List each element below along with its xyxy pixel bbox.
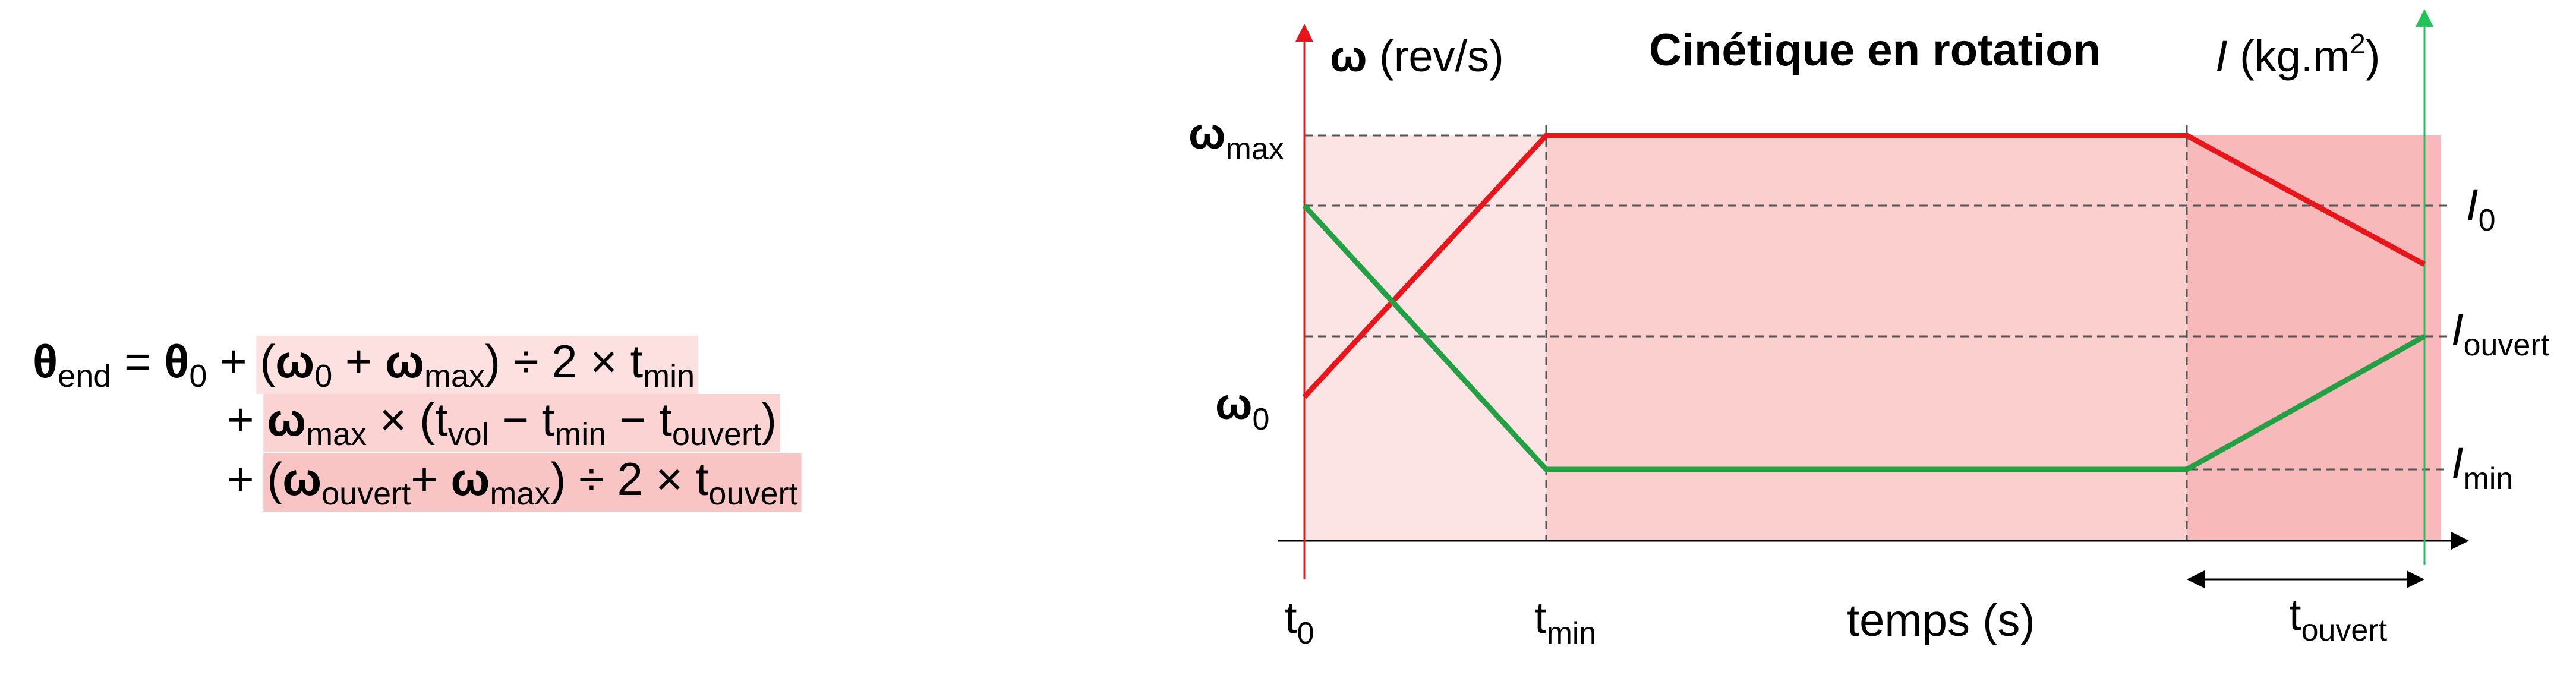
- formula-token: =: [111, 335, 164, 387]
- formula-token: ouvert: [321, 476, 411, 512]
- formula-token: max: [424, 358, 485, 394]
- label-i-ouvert: Iouvert: [2451, 305, 2550, 362]
- rotation-kinetics-diagram: Cinétique en rotation ω (rev/s) I (kg.m2…: [1188, 9, 2550, 651]
- formula-token: max: [490, 476, 550, 512]
- formula-token: +: [227, 453, 267, 505]
- label-omega-0: ω0: [1215, 379, 1269, 437]
- inertia-curve: [1302, 203, 2426, 472]
- formula-line-3: + (ωouvert+ ωmax) ÷ 2 × touvert: [227, 453, 798, 512]
- formula-token: ): [761, 393, 777, 446]
- formula-token: ) ÷ 2 × t: [550, 453, 708, 505]
- phase-3-area: [2187, 135, 2441, 541]
- x-axis-label: temps (s): [1847, 595, 2035, 646]
- formula-token: ω: [385, 335, 424, 387]
- formula-token: (: [260, 335, 275, 387]
- formula-token: (: [267, 453, 282, 505]
- omega-curve: [1302, 133, 2426, 399]
- formula-highlights: [256, 336, 802, 512]
- formula-highlight: [256, 336, 699, 394]
- formula-highlight: [263, 453, 802, 512]
- omega-axis-label: ω (rev/s): [1330, 31, 1504, 81]
- formula-token: ) ÷ 2 × t: [485, 335, 643, 387]
- formula-token: ω: [450, 453, 490, 505]
- label-i-min: Imin: [2451, 439, 2513, 496]
- inertia-axis-label: I (kg.m2): [2215, 29, 2380, 81]
- formula-token: − t: [489, 393, 555, 446]
- formula-line-1: θend = θ0 + (ω0 + ωmax) ÷ 2 × tmin: [33, 335, 695, 394]
- formula-token: min: [554, 417, 606, 452]
- label-i0: I0: [2466, 180, 2495, 238]
- formula-token: − t: [606, 393, 672, 446]
- label-omega-max: ωmax: [1188, 109, 1284, 166]
- phase-2-area: [1546, 135, 2187, 541]
- label-tmin: tmin: [1534, 593, 1596, 651]
- formula-token: vol: [448, 417, 489, 452]
- formula-highlight: [263, 394, 780, 452]
- formula-token: ω: [282, 453, 321, 505]
- theta-end-formula: θend = θ0 + (ω0 + ωmax) ÷ 2 × tmin + ωma…: [33, 335, 802, 512]
- formula-token: ω: [275, 335, 314, 387]
- formula-token: ouvert: [708, 476, 797, 512]
- formula-token: 0: [189, 358, 207, 394]
- formula-token: ouvert: [672, 417, 761, 452]
- formula-token: 0: [314, 358, 332, 394]
- formula-line-2: + ωmax × (tvol − tmin − touvert): [227, 393, 777, 452]
- formula-token: θ: [164, 335, 189, 387]
- label-t0: t0: [1285, 593, 1314, 651]
- formula-token: min: [643, 358, 695, 394]
- formula-token: +: [207, 335, 260, 387]
- formula-token: +: [332, 335, 385, 387]
- formula-token: +: [411, 453, 450, 505]
- formula-token: × (t: [367, 393, 448, 446]
- label-touvert: touvert: [2289, 590, 2388, 648]
- formula-token: θ: [33, 335, 58, 387]
- formula-token: ω: [267, 393, 306, 446]
- formula-token: +: [227, 393, 267, 446]
- diagram-title: Cinétique en rotation: [1649, 25, 2101, 75]
- formula-token: end: [58, 358, 111, 394]
- formula-token: max: [306, 417, 367, 452]
